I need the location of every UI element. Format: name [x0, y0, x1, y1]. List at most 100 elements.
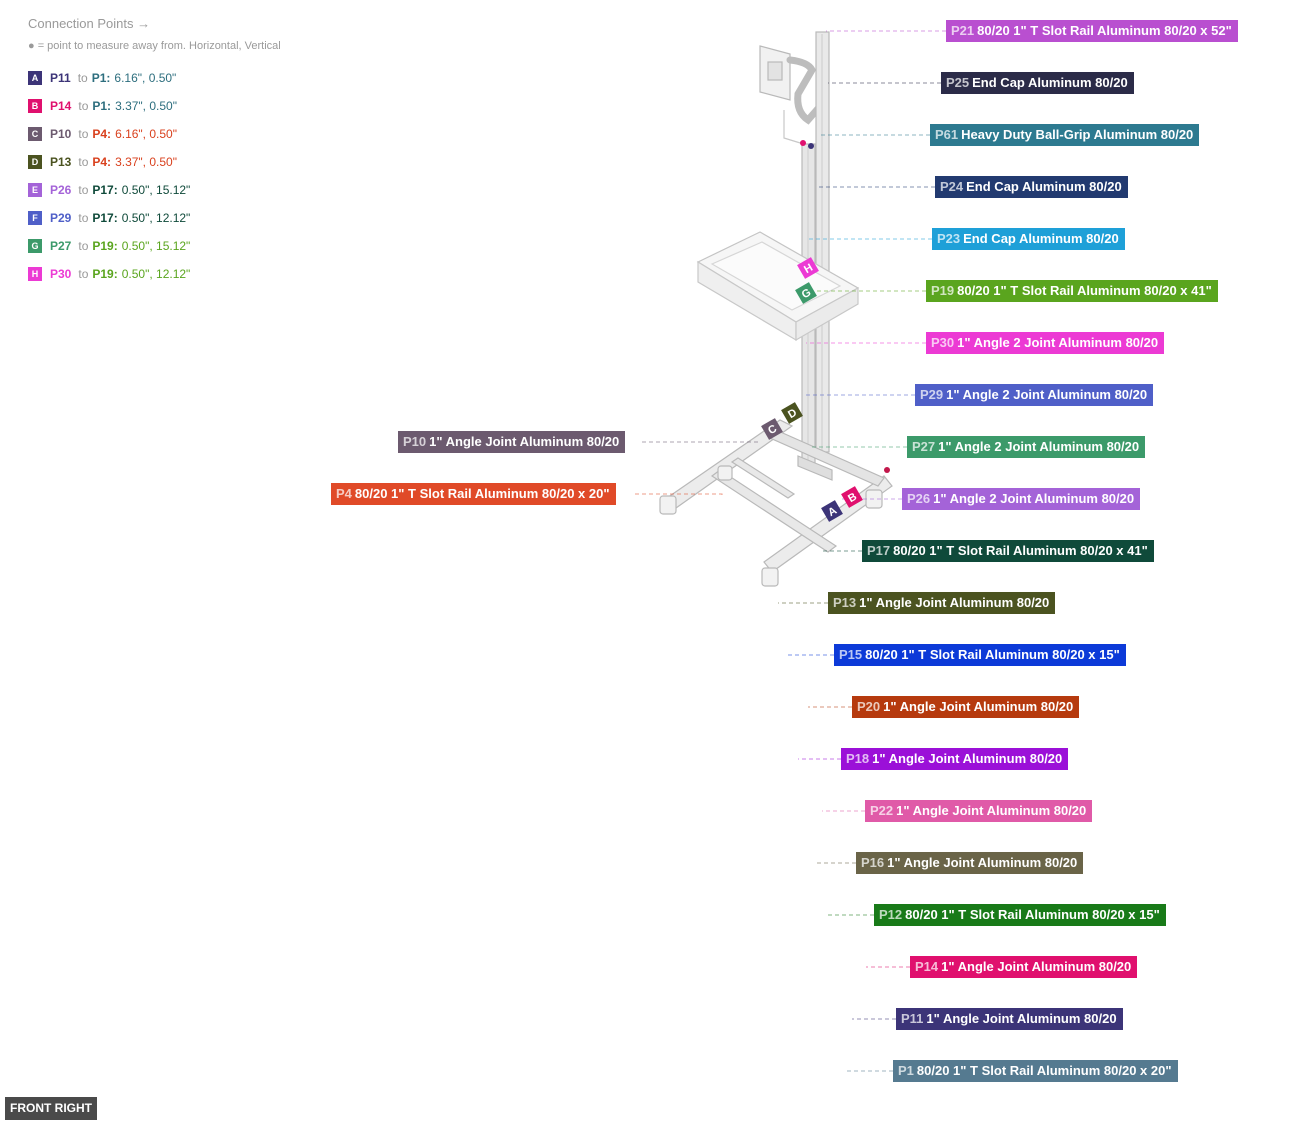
legend-target: P4: — [92, 155, 112, 169]
part-name: 1" Angle Joint Aluminum 80/20 — [883, 699, 1074, 714]
legend-title: Connection Points → — [28, 16, 151, 31]
connection-marker-d: D — [781, 402, 803, 424]
part-id: P61 — [935, 127, 959, 142]
part-name: 1" Angle Joint Aluminum 80/20 — [859, 595, 1050, 610]
legend-letter-badge: H — [28, 267, 42, 281]
part-id: P30 — [931, 335, 955, 350]
legend-from: P13 — [50, 155, 72, 169]
part-id: P23 — [937, 231, 961, 246]
connection-marker-h: H — [797, 257, 819, 279]
part-name: 1" Angle Joint Aluminum 80/20 — [429, 434, 620, 449]
part-id: P29 — [920, 387, 944, 402]
connection-marker-a: A — [821, 500, 843, 522]
part-id: P4 — [336, 486, 352, 501]
part-id: P18 — [846, 751, 870, 766]
legend-to-word: to — [78, 155, 89, 169]
measure-dot — [884, 467, 890, 473]
part-id: P11 — [901, 1011, 924, 1026]
leader-line — [642, 441, 761, 443]
legend-letter-badge: B — [28, 99, 42, 113]
leader-line — [635, 493, 723, 495]
part-id: P20 — [857, 699, 881, 714]
legend-to-word: to — [78, 183, 89, 197]
marker-badge — [761, 418, 783, 440]
part-name: 80/20 1" T Slot Rail Aluminum 80/20 x 15… — [865, 647, 1120, 662]
legend-to-word: to — [78, 267, 89, 281]
measure-dot — [800, 140, 806, 146]
part-name: 80/20 1" T Slot Rail Aluminum 80/20 x 20… — [354, 486, 610, 501]
connection-marker-c: C — [761, 418, 783, 440]
marker-badge — [821, 500, 843, 522]
part-name: 80/20 1" T Slot Rail Aluminum 80/20 x 41… — [957, 283, 1212, 298]
part-id: P10 — [403, 434, 427, 449]
marker-badge — [795, 282, 817, 304]
monitor-plate-hub — [767, 61, 783, 81]
legend-dims: 6.16", 0.50" — [115, 127, 177, 141]
legend-dims: 3.37", 0.50" — [115, 99, 177, 113]
part-id: P14 — [915, 959, 939, 974]
legend-letter-badge: E — [28, 183, 42, 197]
base-cross-rail-front — [710, 469, 838, 553]
legend-from: P26 — [50, 183, 72, 197]
part-name: 80/20 1" T Slot Rail Aluminum 80/20 x 52… — [977, 23, 1232, 38]
legend-from: P27 — [50, 239, 72, 253]
part-name: 1" Angle Joint Aluminum 80/20 — [926, 1011, 1117, 1026]
connection-points-legend: Connection Points → ● = point to measure… — [28, 16, 281, 288]
part-name: 1" Angle 2 Joint Aluminum 80/20 — [957, 335, 1159, 350]
legend-dims: 0.50", 15.12" — [121, 183, 191, 197]
part-id: P12 — [879, 907, 903, 922]
legend-target: P4: — [92, 127, 112, 141]
part-name: 1" Angle Joint Aluminum 80/20 — [872, 751, 1063, 766]
part-id: P13 — [833, 595, 857, 610]
part-name: 1" Angle Joint Aluminum 80/20 — [896, 803, 1087, 818]
part-id: P26 — [907, 491, 931, 506]
legend-target: P19: — [92, 267, 118, 281]
legend-to-word: to — [77, 71, 88, 85]
legend-from: P30 — [50, 267, 72, 281]
legend-target: P17: — [92, 183, 118, 197]
legend-to-word: to — [78, 239, 89, 253]
legend-letter-badge: G — [28, 239, 42, 253]
legend-to-word: to — [78, 99, 89, 113]
part-name: 80/20 1" T Slot Rail Aluminum 80/20 x 41… — [893, 543, 1148, 558]
marker-badge — [797, 257, 819, 279]
legend-to-word: to — [78, 127, 89, 141]
part-id: P27 — [912, 439, 936, 454]
part-name: 1" Angle 2 Joint Aluminum 80/20 — [946, 387, 1148, 402]
part-id: P15 — [839, 647, 863, 662]
part-id: P24 — [940, 179, 964, 194]
measure-dot — [808, 143, 814, 149]
part-id: P19 — [931, 283, 955, 298]
connection-marker-b: B — [841, 486, 863, 508]
part-id: P1 — [898, 1063, 914, 1078]
legend-target: P1: — [92, 99, 112, 113]
legend-dims: 3.37", 0.50" — [115, 155, 177, 169]
legend-to-word: to — [78, 211, 89, 225]
